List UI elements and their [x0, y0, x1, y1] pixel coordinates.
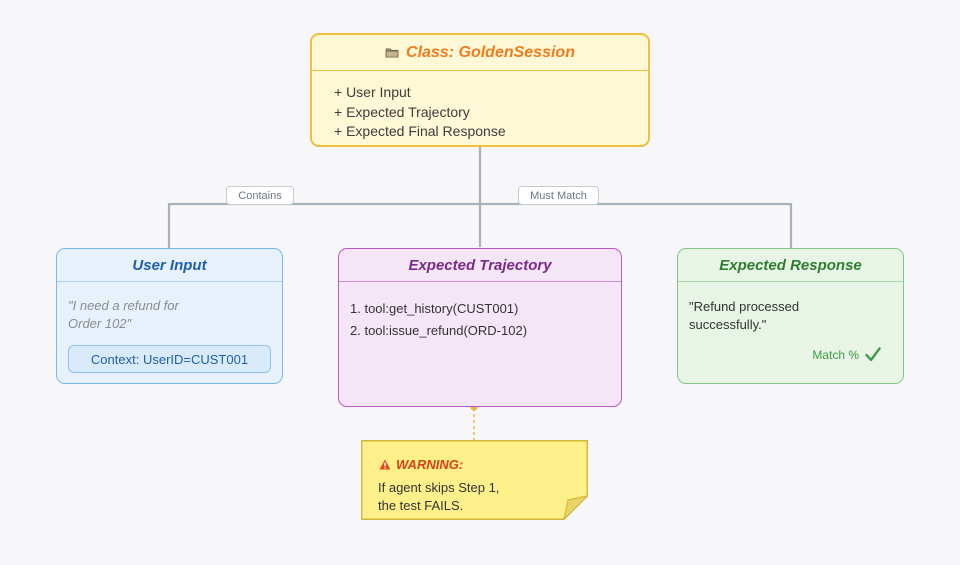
expected-response-box: Expected Response "Refund processed succ…	[677, 248, 904, 384]
sticky-note-shape	[361, 440, 588, 520]
expected-trajectory-box: Expected Trajectory 1. tool:get_history(…	[338, 248, 622, 407]
class-title: Class: GoldenSession	[406, 43, 575, 61]
match-label: Match %	[812, 347, 859, 362]
trajectory-step: 2. tool:issue_refund(ORD-102)	[350, 323, 528, 338]
expected-trajectory-title: Expected Trajectory	[339, 249, 621, 282]
class-attribute: + Expected Trajectory	[334, 103, 470, 120]
warning-title-row: WARNING:	[379, 457, 463, 472]
must-match-label: Must Match	[518, 186, 599, 205]
user-input-title: User Input	[57, 249, 282, 282]
warning-title: WARNING:	[396, 457, 464, 472]
checkmark-icon	[865, 347, 881, 362]
expected-response-title: Expected Response	[678, 249, 903, 282]
expected-response-text: "Refund processed successfully."	[689, 299, 800, 332]
class-attribute: + Expected Final Response	[334, 123, 506, 139]
warning-note: WARNING: If agent skips Step 1, the test…	[361, 440, 588, 520]
trajectory-step-list: 1. tool:get_history(CUST001) 2. tool:iss…	[339, 282, 621, 342]
class-attribute: + User Input	[334, 84, 411, 100]
match-indicator: Match %	[812, 347, 881, 362]
context-box: Context: UserID=CUST001	[68, 345, 271, 373]
folder-icon	[385, 48, 399, 58]
user-input-quote: "I need a refund for Order 102"	[68, 298, 179, 331]
user-input-box: User Input "I need a refund for Order 10…	[56, 248, 283, 384]
class-header: Class: GoldenSession	[312, 35, 648, 71]
class-golden-session-box: Class: GoldenSession + User Input + Expe…	[310, 33, 650, 147]
trajectory-step: 1. tool:get_history(CUST001)	[350, 301, 519, 316]
warning-triangle-icon	[379, 459, 391, 470]
contains-label: Contains	[226, 186, 294, 205]
warning-body: If agent skips Step 1, the test FAILS.	[378, 480, 500, 513]
class-attribute-list: + User Input + Expected Trajectory + Exp…	[312, 71, 648, 142]
